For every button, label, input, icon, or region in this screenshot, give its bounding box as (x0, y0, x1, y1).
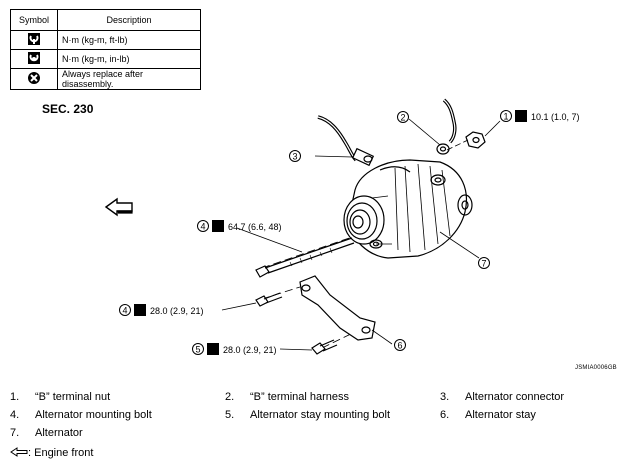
callout-4-upper: 4 64.7 (6.6, 48) (197, 220, 282, 232)
legend-item: 7.Alternator (10, 427, 83, 439)
callout-2: 2 (397, 111, 409, 123)
legend-item: 1.“B” terminal nut (10, 391, 111, 403)
callout-5: 5 28.0 (2.9, 21) (192, 343, 277, 355)
callout-6: 6 (394, 339, 406, 351)
symbol-row-description: Always replace after disassembly. (57, 68, 201, 90)
svg-text:4: 4 (122, 306, 127, 316)
diagram-code: JSMIA0006GB (575, 365, 617, 371)
legend-item: 2.“B” terminal harness (225, 391, 350, 403)
alternator (343, 159, 480, 259)
svg-text:4: 4 (200, 222, 205, 232)
alternator-mounting-bolt-upper (236, 227, 355, 278)
callout-4-lower: 4 28.0 (2.9, 21) (119, 304, 204, 316)
svg-text:6: 6 (397, 341, 402, 351)
svg-text:28.0 (2.9, 21): 28.0 (2.9, 21) (223, 345, 277, 355)
svg-text:10.1 (1.0, 7): 10.1 (1.0, 7) (531, 112, 580, 122)
parts-legend: 1.“B” terminal nut 2.“B” terminal harnes… (10, 391, 620, 445)
alternator-connector-harness (314, 115, 375, 167)
symbols-table: Symbol Description N·m (kg-m, ft-lb) N·m… (10, 9, 201, 90)
engine-front-arrow-icon (104, 197, 133, 217)
b-terminal-nut (465, 120, 501, 149)
svg-text:64.7 (6.6, 48): 64.7 (6.6, 48) (228, 222, 282, 232)
callout-7: 7 (478, 257, 490, 269)
engine-front-note: : Engine front (10, 447, 93, 459)
callout-1: 1 10.1 (1.0, 7) (500, 110, 580, 122)
legend-item: 5.Alternator stay mounting bolt (225, 409, 391, 421)
svg-text:1: 1 (503, 112, 508, 122)
callout-3: 3 (289, 150, 301, 162)
legend-item: 4.Alternator mounting bolt (10, 409, 152, 421)
svg-text:28.0 (2.9, 21): 28.0 (2.9, 21) (150, 306, 204, 316)
alternator-mounting-bolt-lower (221, 292, 283, 311)
alternator-stay-mounting-bolt (279, 339, 338, 355)
svg-text:3: 3 (292, 152, 297, 162)
engine-front-arrow-icon (10, 447, 28, 457)
torque-wrench-icon (10, 30, 58, 50)
legend-item: 6.Alternator stay (440, 409, 536, 421)
section-label: SEC. 230 (42, 102, 94, 116)
b-terminal-harness (408, 98, 457, 155)
always-replace-icon (10, 68, 58, 90)
engine-front-label: : Engine front (28, 447, 94, 459)
legend-item: 3.Alternator connector (440, 391, 565, 403)
alternator-stay (299, 275, 393, 345)
alternator-diagram: 1 10.1 (1.0, 7) 2 3 4 64.7 (6.6, 48) 4 2… (104, 98, 580, 355)
svg-text:5: 5 (195, 345, 200, 355)
svg-text:7: 7 (481, 259, 486, 269)
svg-text:2: 2 (400, 113, 405, 123)
